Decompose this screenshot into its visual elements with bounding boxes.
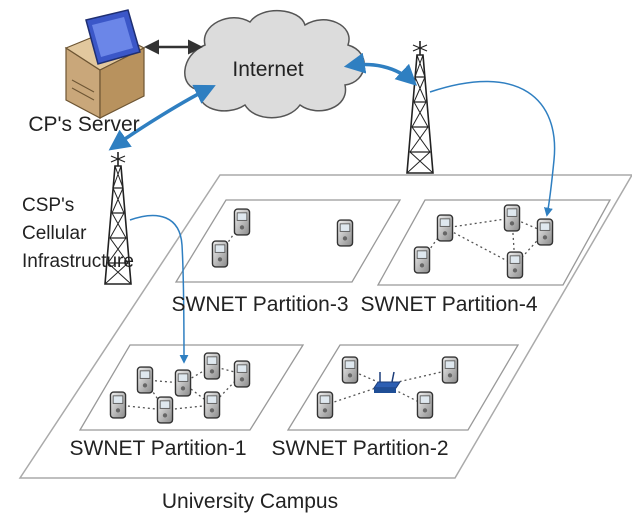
partition-2-plane bbox=[286, 344, 520, 431]
phone-icon bbox=[233, 360, 251, 388]
server-label: CP's Server bbox=[28, 113, 139, 136]
partition-1-plane bbox=[78, 344, 305, 431]
partition-3-label: SWNET Partition-3 bbox=[172, 293, 349, 316]
phone-icon bbox=[336, 219, 354, 247]
phone-icon bbox=[536, 218, 554, 246]
internet-tower-link bbox=[343, 52, 418, 86]
phone-icon bbox=[136, 366, 154, 394]
phone-icon bbox=[211, 240, 229, 268]
phone-icon bbox=[156, 396, 174, 424]
phone-icon bbox=[441, 356, 459, 384]
csp-label-line-1: CSP's bbox=[22, 195, 74, 216]
csp-label-line-2: Cellular bbox=[22, 223, 87, 244]
phone-icon bbox=[109, 391, 127, 419]
phone-icon bbox=[436, 214, 454, 242]
tower-to-partition-4-link bbox=[429, 80, 556, 217]
csp-label-line-3: Infrastructure bbox=[22, 251, 134, 272]
phone-icon bbox=[203, 391, 221, 419]
phone-icon bbox=[233, 208, 251, 236]
phone-icon bbox=[341, 356, 359, 384]
partition-4-label: SWNET Partition-4 bbox=[361, 293, 538, 316]
campus-label: University Campus bbox=[162, 490, 338, 513]
cell-tower-icon bbox=[406, 40, 434, 174]
phone-icon bbox=[203, 352, 221, 380]
partition-4-plane bbox=[376, 199, 612, 286]
phone-icon bbox=[416, 391, 434, 419]
csp-to-partition-1-link bbox=[129, 214, 189, 364]
phone-icon bbox=[503, 204, 521, 232]
partition-1-label: SWNET Partition-1 bbox=[70, 437, 247, 460]
phone-icon bbox=[174, 369, 192, 397]
server-csp-link bbox=[108, 84, 216, 151]
phone-icon bbox=[506, 251, 524, 279]
partition-3-plane bbox=[174, 199, 402, 283]
phone-icon bbox=[413, 246, 431, 274]
router-icon bbox=[373, 371, 401, 393]
partition-2-label: SWNET Partition-2 bbox=[272, 437, 449, 460]
server-icon bbox=[64, 9, 146, 119]
phone-icon bbox=[316, 391, 334, 419]
internet-label: Internet bbox=[232, 58, 303, 81]
